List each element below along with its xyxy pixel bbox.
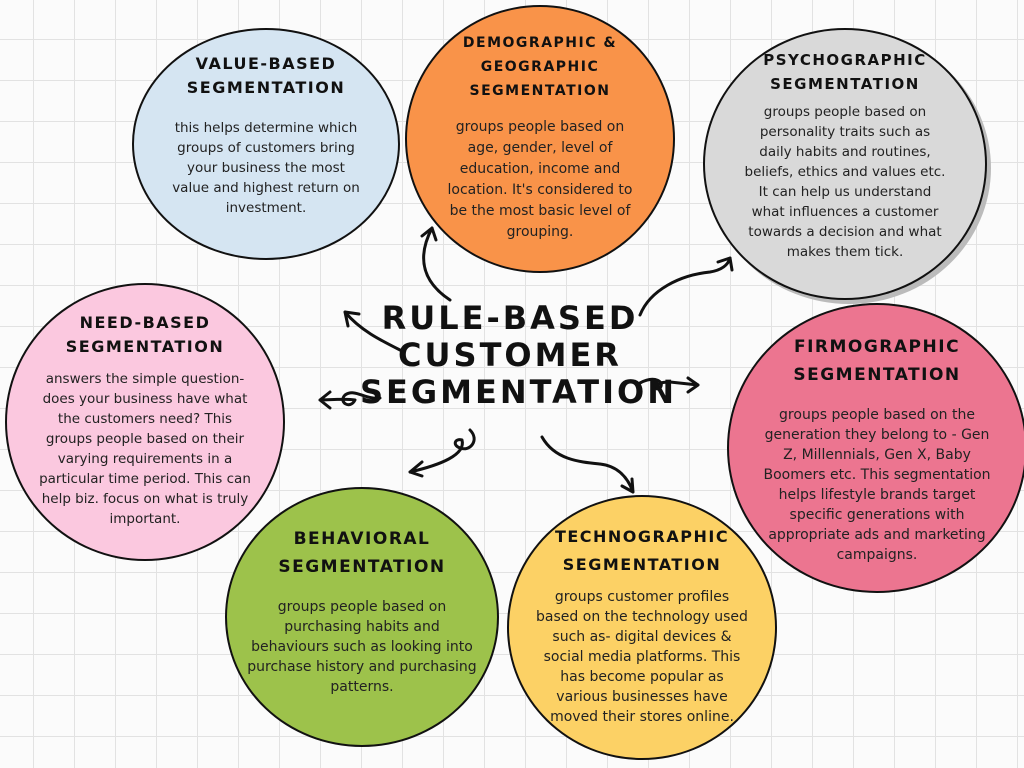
arrow-to-firmographic <box>638 376 700 394</box>
segment-need: NEED-BASED SEGMENTATION answers the simpl… <box>5 283 285 561</box>
body-line: helps lifestyle brands target <box>778 487 976 503</box>
body-line: groups people based on <box>455 119 625 135</box>
title-line: PSYCHOGRAPHIC <box>763 51 927 69</box>
center-title-line: RULE-BASED <box>381 299 639 337</box>
body-line: groups people based on <box>763 104 927 120</box>
body-line: It can help us understand <box>758 184 932 200</box>
body-line: appropriate ads and marketing <box>768 527 986 543</box>
title-line: GEOGRAPHIC <box>480 59 600 75</box>
body-line: important. <box>109 511 181 527</box>
title-line: NEED-BASED <box>79 313 211 332</box>
segment-demographic: DEMOGRAPHIC & GEOGRAPHIC SEGMENTATION grou… <box>405 5 675 273</box>
segment-description: this helps determine which groups of cust… <box>172 118 360 218</box>
segment-title: BEHAVIORAL SEGMENTATION <box>278 525 445 581</box>
title-line: TECHNOGRAPHIC <box>554 527 730 546</box>
body-line: purchasing habits and <box>284 619 440 635</box>
body-line: campaigns. <box>836 547 918 563</box>
segment-psychographic: PSYCHOGRAPHIC SEGMENTATION groups people … <box>703 28 987 300</box>
segment-description: answers the simple question-does your bu… <box>39 369 251 529</box>
segment-description: groups people based on purchasing habits … <box>247 597 476 697</box>
body-line: makes them tick. <box>786 244 904 260</box>
body-line: groups customer profiles <box>554 589 730 605</box>
title-line: FIRMOGRAPHIC <box>793 337 961 357</box>
body-line: towards a decision and what <box>748 224 942 240</box>
segment-description: groups customer profiles based on the tec… <box>536 587 748 727</box>
body-line: based on the technology used <box>536 609 748 625</box>
title-line: SEGMENTATION <box>562 555 722 574</box>
body-line: groups of customers bring <box>177 140 355 156</box>
arrow-to-value <box>343 310 402 352</box>
title-line: SEGMENTATION <box>793 365 961 385</box>
arrow-to-demographic <box>420 226 452 302</box>
title-line: SEGMENTATION <box>186 78 346 97</box>
body-line: what influences a customer <box>751 204 939 220</box>
title-line: SEGMENTATION <box>469 83 611 99</box>
arrow-to-behavioral <box>408 428 476 478</box>
body-line: patterns. <box>330 679 394 695</box>
body-line: your business the most <box>187 160 345 176</box>
segment-description: groups people based on age, gender, level… <box>448 117 633 243</box>
body-line: groups people based on <box>277 599 447 615</box>
body-line: specific generations with <box>789 507 965 523</box>
center-title-line: SEGMENTATION <box>360 373 677 411</box>
segment-technographic: TECHNOGRAPHIC SEGMENTATION groups custome… <box>507 495 777 760</box>
body-line: be the most basic level of <box>449 203 631 219</box>
title-line: SEGMENTATION <box>65 337 225 356</box>
body-line: Boomers etc. This segmentation <box>763 467 991 483</box>
segment-title: TECHNOGRAPHIC SEGMENTATION <box>555 523 729 579</box>
center-title-line: CUSTOMER <box>398 336 622 374</box>
segment-firmographic: FIRMOGRAPHIC SEGMENTATION groups people b… <box>727 303 1024 593</box>
arrow-to-psychographic <box>638 256 734 317</box>
body-line: purchase history and purchasing <box>247 659 477 675</box>
body-line: particular time period. This can <box>39 471 251 487</box>
title-line: VALUE-BASED <box>195 54 337 73</box>
body-line: groups people based on the <box>779 407 975 423</box>
body-line: this helps determine which <box>174 120 358 136</box>
title-line: DEMOGRAPHIC & <box>462 35 618 51</box>
arrow-to-need <box>318 390 382 410</box>
segment-title: DEMOGRAPHIC & GEOGRAPHIC SEGMENTATION <box>463 31 617 103</box>
body-line: personality traits such as <box>759 124 931 140</box>
segment-value: VALUE-BASED SEGMENTATION this helps deter… <box>132 28 400 260</box>
body-line: such as- digital devices & <box>552 629 732 645</box>
body-line: location. It's considered to <box>447 182 633 198</box>
body-line: age, gender, level of <box>467 140 613 156</box>
segment-title: PSYCHOGRAPHIC SEGMENTATION <box>763 48 927 96</box>
body-line: various businesses have <box>556 689 728 705</box>
body-line: Z, Millennials, Gen X, Baby <box>783 447 971 463</box>
segment-description: groups people based on personality traits… <box>745 102 946 262</box>
body-line: moved their stores online. <box>550 709 734 725</box>
body-line: investment. <box>225 200 307 216</box>
segment-behavioral: BEHAVIORAL SEGMENTATION groups people bas… <box>225 487 499 747</box>
body-line: does your business have what <box>42 391 248 407</box>
body-line: grouping. <box>506 224 574 240</box>
title-line: BEHAVIORAL <box>293 529 431 549</box>
center-title: RULE-BASED CUSTOMER SEGMENTATION <box>360 299 677 411</box>
body-line: beliefs, ethics and values etc. <box>744 164 946 180</box>
body-line: varying requirements in a <box>57 451 233 467</box>
body-line: generation they belong to - Gen <box>764 427 990 443</box>
body-line: help biz. focus on what is truly <box>41 491 249 507</box>
body-line: education, income and <box>459 161 621 177</box>
body-line: value and highest return on <box>172 180 360 196</box>
arrow-to-technographic <box>540 435 635 494</box>
body-line: the customers need? This <box>57 411 233 427</box>
title-line: SEGMENTATION <box>278 557 446 577</box>
segment-title: VALUE-BASED SEGMENTATION <box>187 52 346 100</box>
segment-title: NEED-BASED SEGMENTATION <box>66 311 225 359</box>
body-line: behaviours such as looking into <box>251 639 473 655</box>
body-line: groups people based on their <box>45 431 245 447</box>
body-line: answers the simple question- <box>45 371 245 387</box>
segment-description: groups people based on the generation the… <box>763 405 990 565</box>
title-line: SEGMENTATION <box>770 75 920 93</box>
body-line: social media platforms. This <box>543 649 741 665</box>
body-line: daily habits and routines, <box>759 144 931 160</box>
body-line: has become popular as <box>560 669 724 685</box>
segment-title: FIRMOGRAPHIC SEGMENTATION <box>793 333 960 389</box>
